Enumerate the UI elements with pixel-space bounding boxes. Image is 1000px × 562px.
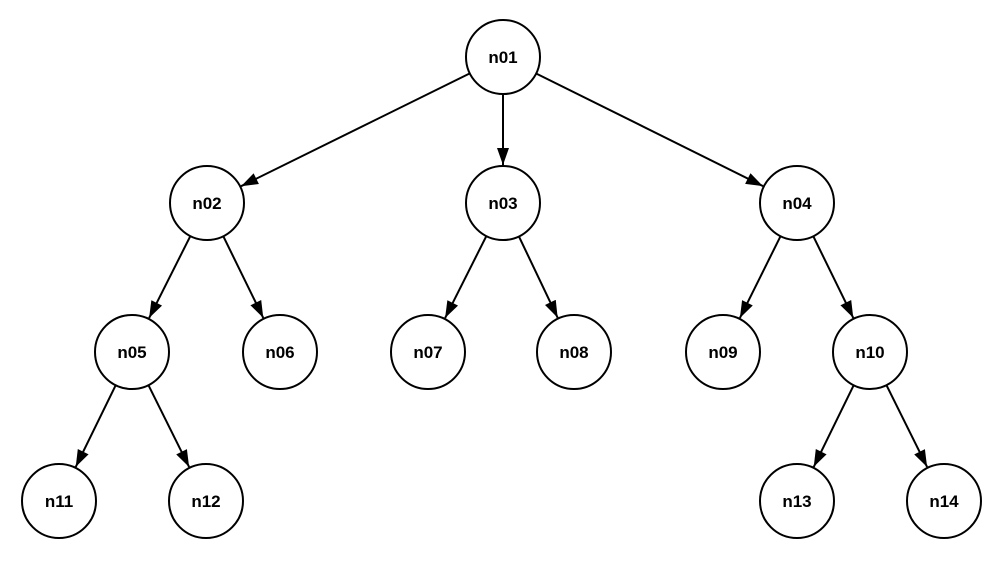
tree-node-n01: n01 <box>465 19 541 95</box>
tree-node-n03: n03 <box>465 165 541 241</box>
node-label: n05 <box>117 343 146 362</box>
edge-n03-n08 <box>518 235 559 319</box>
node-circle <box>832 314 908 390</box>
edge-n01-n04 <box>535 72 764 187</box>
edge-n10-n14 <box>885 384 928 468</box>
node-circle <box>536 314 612 390</box>
node-circle <box>759 165 835 241</box>
tree-node-n02: n02 <box>169 165 245 241</box>
node-label: n12 <box>191 492 220 511</box>
edge-n04-n10 <box>812 235 855 319</box>
tree-node-n12: n12 <box>168 463 244 539</box>
node-label: n06 <box>265 343 294 362</box>
edges-layer <box>74 72 928 468</box>
edge-n02-n05 <box>148 235 192 319</box>
edge-n04-n09 <box>739 235 782 319</box>
node-circle <box>94 314 170 390</box>
node-circle <box>242 314 318 390</box>
edge-n05-n12 <box>147 384 190 468</box>
edge-n03-n07 <box>444 235 488 319</box>
node-label: n04 <box>782 194 812 213</box>
edge-n01-n02 <box>240 72 471 188</box>
node-circle <box>906 463 982 539</box>
nodes-layer: n01 n02 n03 n04 n05 n06 n07 n08 n09 n10 n11 n12 n13 n… <box>21 19 982 539</box>
node-label: n11 <box>45 492 73 511</box>
node-label: n08 <box>559 343 588 362</box>
node-circle <box>169 165 245 241</box>
tree-node-n13: n13 <box>759 463 835 539</box>
tree-node-n08: n08 <box>536 314 612 390</box>
node-label: n07 <box>413 343 442 362</box>
edge-n10-n13 <box>812 384 855 468</box>
node-circle <box>21 463 97 539</box>
node-circle <box>465 165 541 241</box>
tree-node-n05: n05 <box>94 314 170 390</box>
node-label: n10 <box>855 343 884 362</box>
tree-node-n09: n09 <box>685 314 761 390</box>
node-circle <box>465 19 541 95</box>
node-label: n09 <box>708 343 737 362</box>
node-label: n03 <box>488 194 517 213</box>
node-circle <box>390 314 466 390</box>
node-label: n13 <box>782 492 811 511</box>
edge-n02-n06 <box>222 235 265 319</box>
tree-node-n10: n10 <box>832 314 908 390</box>
tree-node-n04: n04 <box>759 165 835 241</box>
node-circle <box>759 463 835 539</box>
edge-n05-n11 <box>74 384 117 468</box>
tree-node-n07: n07 <box>390 314 466 390</box>
node-label: n14 <box>929 492 959 511</box>
node-label: n02 <box>192 194 221 213</box>
tree-node-n11: n11 <box>21 463 97 539</box>
tree-node-n14: n14 <box>906 463 982 539</box>
node-circle <box>168 463 244 539</box>
node-circle <box>685 314 761 390</box>
node-label: n01 <box>488 48 517 67</box>
tree-node-n06: n06 <box>242 314 318 390</box>
